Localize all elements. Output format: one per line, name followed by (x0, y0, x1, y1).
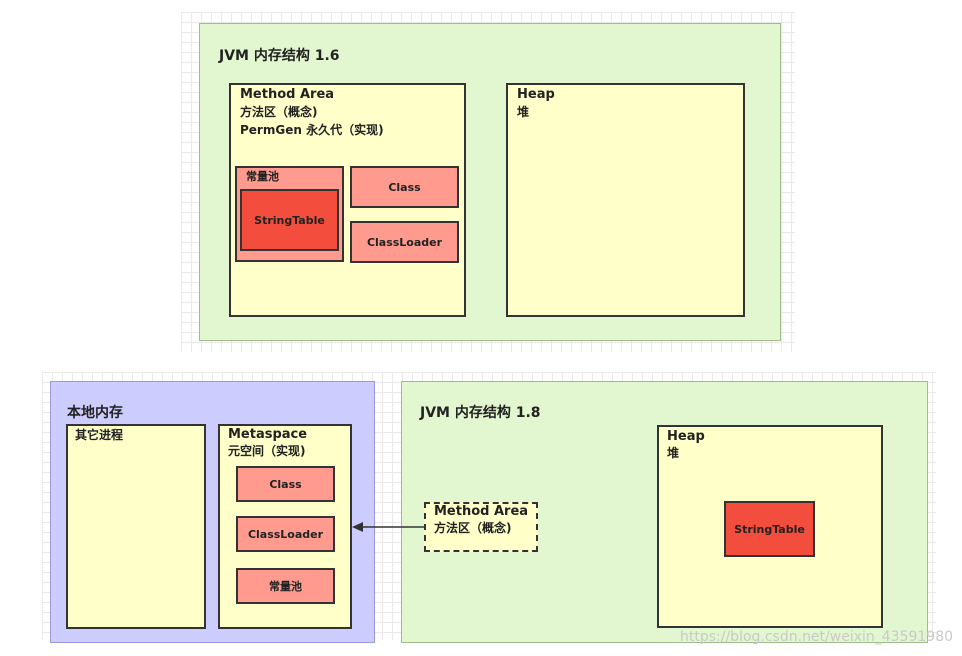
arrow-head (352, 522, 363, 532)
jvm16-method-area-concept: 方法区（概念) (240, 105, 318, 119)
jvm18-title: JVM 内存结构 1.8 (420, 405, 541, 421)
jvm16-heap-sub: 堆 (517, 105, 530, 119)
metaspace-name: Metaspace (228, 427, 308, 442)
jvm18-string-table-box: StringTable (724, 501, 815, 557)
jvm18-method-area-sub: 方法区（概念) (434, 521, 512, 535)
metaspace-class-box: Class (236, 466, 335, 502)
metaspace-classloader-box: ClassLoader (236, 516, 335, 552)
jvm16-class-box: Class (350, 166, 459, 208)
jvm16-string-table-box: StringTable (240, 189, 339, 251)
method-area-to-metaspace-arrow (352, 522, 425, 532)
watermark-text: https://blog.csdn.net/weixin_43591980 (680, 629, 954, 645)
other-processes-box (66, 424, 206, 629)
jvm16-heap-box (506, 83, 745, 317)
jvm16-method-area-name: Method Area (240, 87, 335, 102)
jvm18-heap-sub: 堆 (667, 446, 680, 460)
jvm16-heap-name: Heap (517, 87, 555, 102)
jvm18-heap-name: Heap (667, 429, 705, 444)
jvm16-constant-pool-label: 常量池 (246, 170, 279, 183)
jvm16-permgen-label: PermGen 永久代（实现) (240, 123, 384, 137)
native-memory-title: 本地内存 (67, 405, 123, 421)
metaspace-sub: 元空间（实现) (228, 444, 306, 458)
other-processes-label: 其它进程 (75, 428, 124, 442)
jvm16-title: JVM 内存结构 1.6 (219, 48, 340, 64)
jvm18-method-area-name: Method Area (434, 504, 529, 519)
jvm18-method-area-box (424, 502, 538, 552)
metaspace-constant-pool-box: 常量池 (236, 568, 335, 604)
jvm16-classloader-box: ClassLoader (350, 221, 459, 263)
